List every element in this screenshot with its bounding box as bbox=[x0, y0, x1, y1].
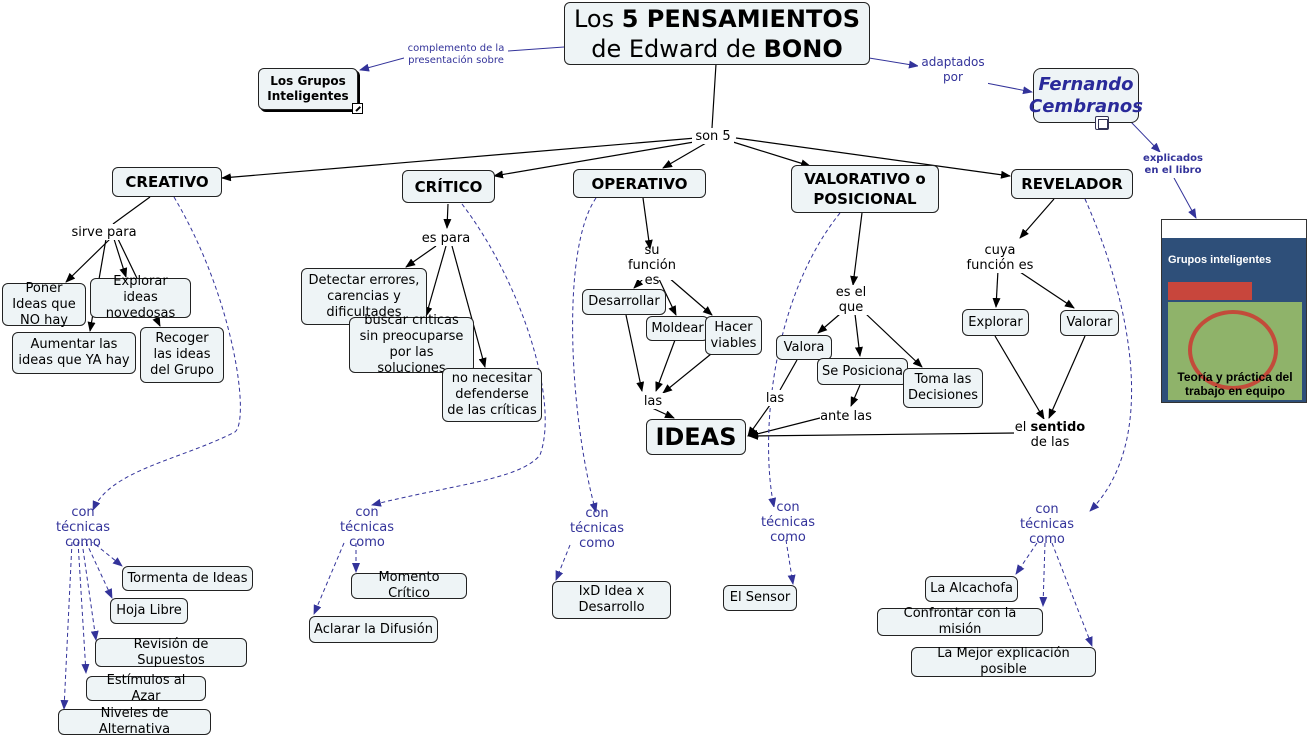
book-caption: Teoría y práctica del trabajo en equipo bbox=[1177, 370, 1293, 398]
link-complemento: complemento de la presentación sobre bbox=[404, 42, 508, 68]
tech-ixd[interactable]: IxD Idea x Desarrollo bbox=[552, 581, 671, 619]
node-valora[interactable]: Valora bbox=[776, 335, 832, 360]
link-ante-las: ante las bbox=[820, 408, 872, 424]
title-line2-pre: de Edward de bbox=[591, 34, 764, 63]
node-explorar[interactable]: Explorar bbox=[962, 309, 1029, 336]
external-link-icon[interactable] bbox=[352, 103, 363, 114]
tech-la-alcachofa[interactable]: La Alcachofa bbox=[925, 576, 1018, 602]
title-pre: Los bbox=[573, 4, 622, 33]
tech-link-critico: con técnicas como bbox=[328, 505, 406, 550]
link-el-sentido-line1: el sentido bbox=[1015, 420, 1085, 435]
tech-mejor-explicacion[interactable]: La Mejor explicación posible bbox=[911, 646, 1096, 677]
tech-link-creativo: con técnicas como bbox=[44, 505, 122, 550]
link-el-sentido: el sentido de las bbox=[1014, 419, 1086, 450]
node-toma-decisiones[interactable]: Toma las Decisiones bbox=[903, 368, 983, 408]
node-buscar-criticas[interactable]: buscar críticas sin preocuparse por las … bbox=[349, 313, 474, 376]
book-top-band bbox=[1162, 220, 1306, 238]
tech-confrontar-mision[interactable]: Confrontar con la misión bbox=[877, 606, 1043, 637]
book-photo bbox=[1168, 302, 1302, 400]
node-author[interactable]: Fernando Cembranos bbox=[1029, 68, 1143, 123]
node-se-posiciona[interactable]: Se Posiciona bbox=[817, 358, 908, 385]
title-bold2: BONO bbox=[763, 34, 843, 63]
book-ring-graphic bbox=[1188, 310, 1278, 390]
node-desarrollar[interactable]: Desarrollar bbox=[582, 289, 666, 315]
link-cuya-funcion: cuya función es bbox=[960, 243, 1040, 273]
tech-momento-critico[interactable]: Momento Crítico bbox=[351, 570, 467, 601]
node-moldear[interactable]: Moldear bbox=[646, 316, 709, 341]
node-valorar[interactable]: Valorar bbox=[1060, 310, 1119, 336]
link-sirve-para: sirve para bbox=[71, 224, 137, 240]
node-explorar-ideas[interactable]: Explorar ideas novedosas bbox=[90, 274, 191, 321]
link-adaptados: adaptados por bbox=[918, 55, 988, 85]
node-grupos-inteligentes[interactable]: Los Grupos Inteligentes bbox=[258, 68, 358, 110]
document-icon[interactable] bbox=[1095, 116, 1109, 130]
main-title-line1: Los 5 PENSAMIENTOS bbox=[574, 4, 860, 34]
node-valorativo[interactable]: VALORATIVO o POSICIONAL bbox=[791, 165, 939, 213]
tech-aclarar-difusion[interactable]: Aclarar la Difusión bbox=[309, 616, 438, 643]
tech-hoja-libre[interactable]: Hoja Libre bbox=[110, 598, 188, 624]
link-las-operativo: las bbox=[641, 393, 665, 409]
tech-estimulos-azar[interactable]: Estímulos al Azar bbox=[86, 673, 206, 704]
link-explicados: explicados en el libro bbox=[1138, 152, 1208, 178]
node-creativo[interactable]: CREATIVO bbox=[112, 167, 222, 197]
node-no-defenderse[interactable]: no necesitar defenderse de las críticas bbox=[442, 368, 542, 422]
book-title-text: Grupos inteligentes bbox=[1168, 254, 1272, 266]
node-hacer-viables[interactable]: Hacer viables bbox=[705, 316, 762, 355]
tech-el-sensor[interactable]: El Sensor bbox=[723, 585, 797, 611]
tech-link-operativo: con técnicas como bbox=[558, 506, 636, 551]
node-revelador[interactable]: REVELADOR bbox=[1011, 169, 1133, 199]
link-son5: son 5 bbox=[692, 128, 734, 144]
node-recoger-ideas[interactable]: Recoger las ideas del Grupo bbox=[140, 327, 224, 383]
link-es-el-que: es el que bbox=[831, 285, 871, 315]
node-poner-ideas[interactable]: Poner Ideas que NO hay bbox=[2, 281, 86, 328]
node-aumentar-ideas[interactable]: Aumentar las ideas que YA hay bbox=[12, 332, 136, 374]
title-bold1: 5 PENSAMIENTOS bbox=[621, 4, 861, 33]
main-title-line2: de Edward de BONO bbox=[591, 34, 843, 64]
tech-link-revelador: con técnicas como bbox=[1008, 502, 1086, 547]
sentido-text: sentido bbox=[1030, 419, 1086, 435]
tech-niveles-alternativa[interactable]: Niveles de Alternativa bbox=[58, 706, 211, 736]
link-es-para: es para bbox=[420, 230, 472, 246]
book-cover-image[interactable]: Grupos inteligentes Teoría y práctica de… bbox=[1161, 219, 1307, 403]
main-title-node[interactable]: Los 5 PENSAMIENTOS de Edward de BONO bbox=[564, 2, 870, 65]
de-las-text: de las bbox=[1030, 434, 1070, 450]
node-ideas[interactable]: IDEAS bbox=[646, 419, 746, 455]
link-las-valorativo: las bbox=[764, 390, 786, 406]
tech-revision-supuestos[interactable]: Revisión de Supuestos bbox=[95, 637, 247, 668]
book-red-strip bbox=[1168, 282, 1252, 300]
link-su-funcion: su función es bbox=[619, 243, 685, 288]
node-detectar[interactable]: Detectar errores, carencias y dificultad… bbox=[301, 268, 427, 325]
tech-tormenta-ideas[interactable]: Tormenta de Ideas bbox=[122, 566, 253, 591]
el-text: el bbox=[1014, 419, 1031, 435]
tech-link-valorativo: con técnicas como bbox=[749, 500, 827, 545]
node-operativo[interactable]: OPERATIVO bbox=[573, 169, 706, 198]
node-critico[interactable]: CRÍTICO bbox=[402, 170, 495, 203]
